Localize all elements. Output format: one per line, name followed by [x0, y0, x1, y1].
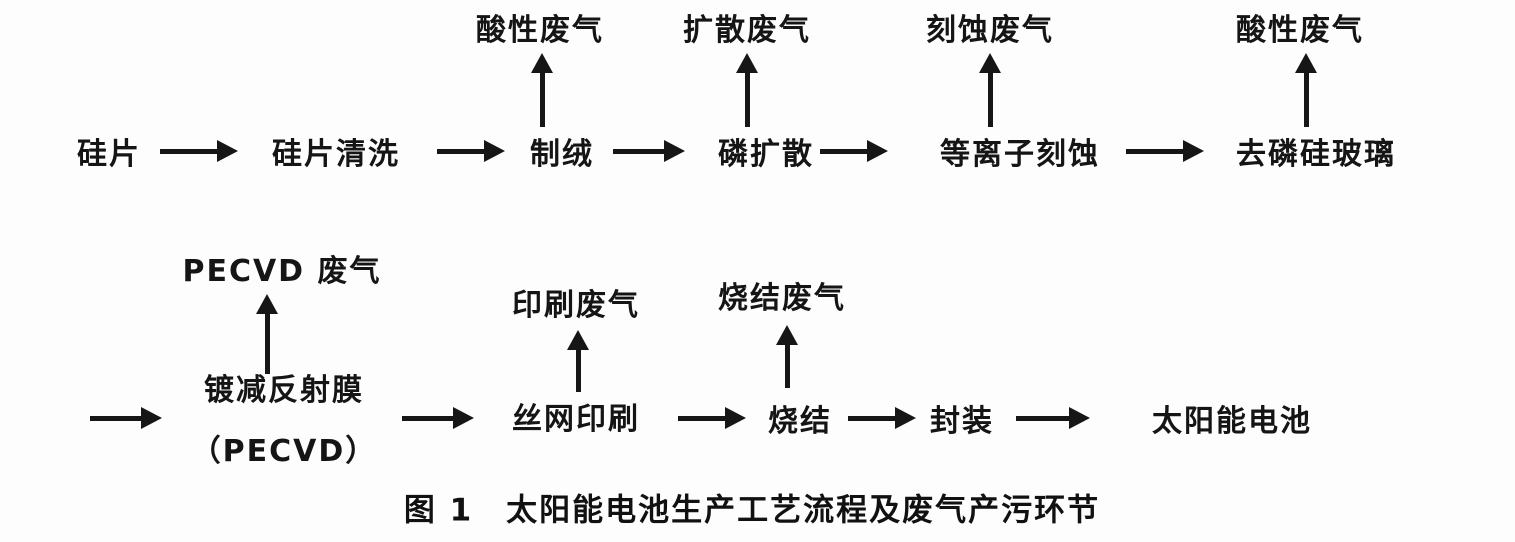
arrow-head — [141, 407, 162, 429]
arrow-head — [725, 407, 746, 429]
arrow-shaft — [1126, 148, 1183, 154]
arrow-shaft — [437, 148, 484, 154]
right-arrow-icon — [613, 139, 685, 163]
arrow-head — [217, 140, 238, 162]
up-arrow-icon — [775, 325, 799, 388]
arrow-shaft — [1303, 73, 1309, 127]
right-arrow-icon — [160, 139, 238, 163]
emission-printing-waste-gas: 印刷废气 — [512, 288, 640, 323]
right-arrow-icon — [90, 406, 162, 430]
arrow-shaft — [820, 148, 867, 154]
arrow-shaft — [402, 415, 453, 421]
step-solar-cell: 太阳能电池 — [1152, 404, 1312, 439]
emission-pecvd-waste-gas: PECVD 废气 — [182, 254, 382, 289]
up-arrow-icon — [1294, 53, 1318, 127]
step-packaging: 封装 — [930, 404, 994, 439]
arrow-shaft — [613, 148, 664, 154]
arrow-shaft — [575, 350, 581, 392]
up-arrow-icon — [255, 294, 279, 374]
emission-acid-waste-gas-2: 酸性废气 — [1236, 13, 1364, 48]
right-arrow-icon — [820, 139, 888, 163]
arrow-shaft — [90, 415, 141, 421]
up-arrow-icon — [978, 53, 1002, 127]
step-screen-printing: 丝网印刷 — [512, 402, 640, 437]
right-arrow-icon — [1126, 139, 1204, 163]
emission-sintering-waste-gas: 烧结废气 — [718, 281, 846, 316]
arrow-head — [256, 294, 278, 314]
arrow-shaft — [160, 148, 217, 154]
arrow-shaft — [987, 73, 993, 127]
right-arrow-icon — [437, 139, 505, 163]
arrow-head — [867, 140, 888, 162]
emission-diffusion-waste-gas: 扩散废气 — [683, 13, 811, 48]
up-arrow-icon — [530, 53, 554, 127]
emission-acid-waste-gas-1: 酸性废气 — [476, 13, 604, 48]
emission-etching-waste-gas: 刻蚀废气 — [926, 13, 1054, 48]
arrow-head — [453, 407, 474, 429]
arrow-head — [567, 330, 589, 350]
arrow-head — [1295, 53, 1317, 73]
step-plasma-etching: 等离子刻蚀 — [940, 137, 1100, 172]
step-arc-coating-line1: 镀减反射膜 — [204, 373, 364, 408]
arrow-shaft — [539, 73, 545, 127]
arrow-shaft — [678, 415, 725, 421]
right-arrow-icon — [678, 406, 746, 430]
right-arrow-icon — [1016, 406, 1090, 430]
arrow-shaft — [784, 345, 790, 388]
arrow-head — [664, 140, 685, 162]
arrow-head — [484, 140, 505, 162]
step-sintering: 烧结 — [768, 404, 832, 439]
right-arrow-icon — [402, 406, 474, 430]
arrow-head — [979, 53, 1001, 73]
step-silicon-wafer: 硅片 — [77, 137, 141, 172]
step-wafer-cleaning: 硅片清洗 — [272, 137, 400, 172]
arrow-shaft — [744, 73, 750, 127]
step-phosphorus-diffusion: 磷扩散 — [718, 137, 814, 172]
right-arrow-icon — [848, 406, 916, 430]
arrow-head — [776, 325, 798, 345]
figure-caption: 图 1 太阳能电池生产工艺流程及废气产污环节 — [403, 492, 1101, 529]
arrow-head — [531, 53, 553, 73]
step-arc-coating-line2: （PECVD） — [190, 434, 378, 469]
up-arrow-icon — [735, 53, 759, 127]
arrow-shaft — [848, 415, 895, 421]
step-psg-removal: 去磷硅玻璃 — [1236, 137, 1396, 172]
arrow-shaft — [1016, 415, 1069, 421]
arrow-head — [1069, 407, 1090, 429]
arrow-head — [1183, 140, 1204, 162]
arrow-shaft — [264, 314, 270, 374]
arrow-head — [895, 407, 916, 429]
up-arrow-icon — [566, 330, 590, 392]
arrow-head — [736, 53, 758, 73]
step-texturing: 制绒 — [530, 137, 594, 172]
